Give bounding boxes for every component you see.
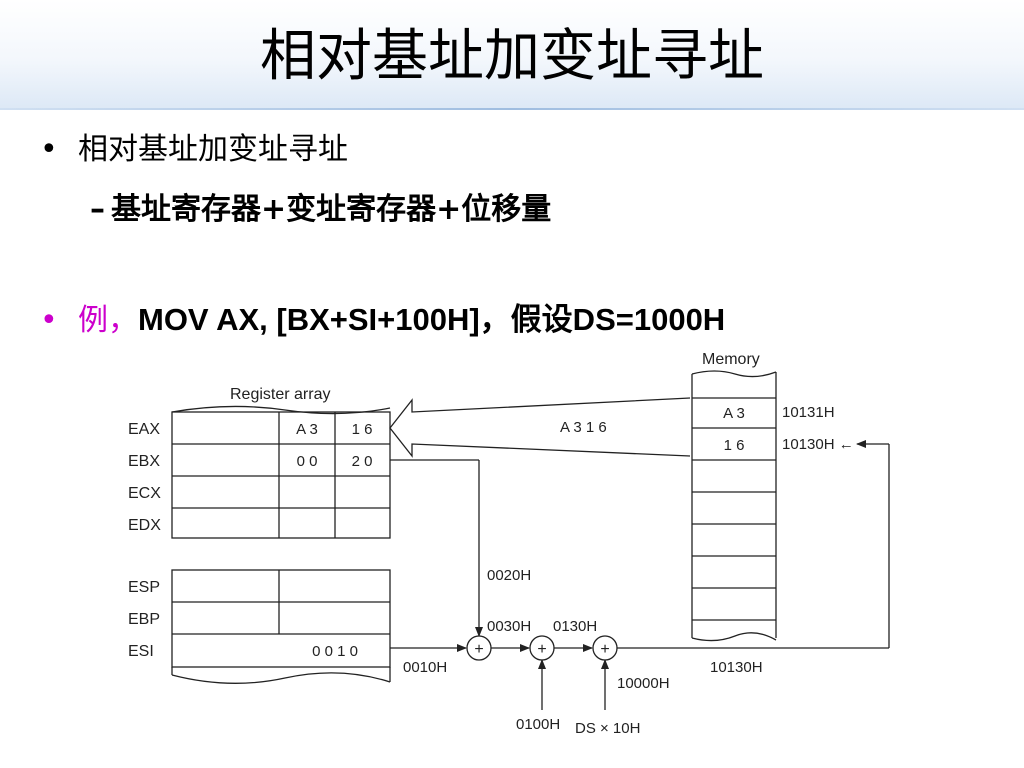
register-name-esp: ESP: [128, 579, 160, 596]
transfer-arrow: [389, 397, 691, 458]
header-band: [0, 0, 1024, 110]
register-name-eax: EAX: [128, 421, 160, 438]
slide-title: 相对基址加变址寻址: [260, 24, 764, 89]
example-code: MOV AX, [BX+SI+100H]，假设DS=1000H: [138, 302, 726, 337]
adder-3: +: [592, 635, 618, 661]
memory-block: [691, 370, 777, 642]
bullet-item-1: • 相对基址加变址寻址: [40, 130, 348, 170]
bullet-text-1: 相对基址加变址寻址: [78, 132, 348, 167]
transfer-label: A 3 1 6: [560, 419, 607, 436]
label-ds-shift: DS × 10H: [575, 720, 640, 737]
register-block-upper: [171, 405, 391, 539]
adder-symbol: +: [474, 641, 483, 658]
bullet-marker: •: [40, 132, 58, 167]
label-segment-base: 10000H: [617, 675, 670, 692]
register-value-ebx-high: 0 0: [297, 453, 318, 470]
register-name-edx: EDX: [128, 517, 161, 534]
label-sum2: 0130H: [553, 618, 597, 635]
adder-symbol: +: [600, 641, 609, 658]
header-divider: [0, 108, 1024, 110]
example-prefix: 例，: [78, 303, 138, 338]
label-bx-value: 0020H: [487, 567, 531, 584]
register-block-lower: [171, 569, 391, 684]
memory-address-1: 10131H: [782, 404, 835, 421]
memory-label: Memory: [702, 351, 760, 368]
adder-symbol: +: [537, 641, 546, 658]
label-displacement: 0100H: [516, 716, 560, 733]
adder-1: +: [466, 635, 492, 661]
label-si-value: 0010H: [403, 659, 447, 676]
bullet-item-2: • 例，MOV AX, [BX+SI+100H]，假设DS=1000H: [40, 300, 725, 341]
memory-address-2: 10130H ←: [782, 436, 854, 453]
sub-bullet-item: –基址寄存器+变址寄存器+位移量: [90, 190, 551, 230]
label-sum1: 0030H: [487, 618, 531, 635]
register-array-label: Register array: [230, 386, 330, 403]
memory-cell-value-2: 1 6: [724, 437, 745, 454]
bullet-marker-2: •: [40, 303, 58, 338]
register-name-ecx: ECX: [128, 485, 161, 502]
flow-lines: [390, 440, 890, 710]
memory-cell-value-1: A 3: [723, 405, 745, 422]
sub-bullet-marker: –: [90, 192, 105, 227]
register-name-ebx: EBX: [128, 453, 160, 470]
sub-bullet-text: 基址寄存器+变址寄存器+位移量: [111, 192, 552, 227]
register-value-ebx-low: 2 0: [352, 453, 373, 470]
register-value-eax-low: 1 6: [352, 421, 373, 438]
label-final-address: 10130H: [710, 659, 763, 676]
register-name-ebp: EBP: [128, 611, 160, 628]
register-value-esi: 0 0 1 0: [312, 643, 358, 660]
register-value-eax-high: A 3: [296, 421, 318, 438]
register-name-esi: ESI: [128, 643, 154, 660]
adder-2: +: [529, 635, 555, 661]
